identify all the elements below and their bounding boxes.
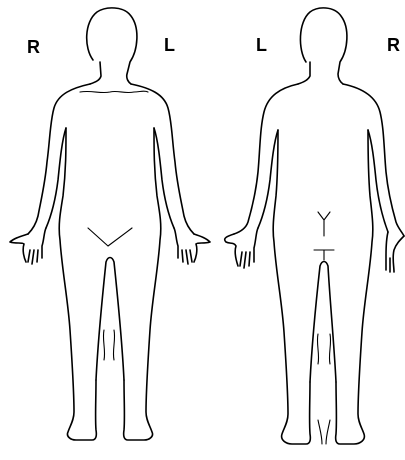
back-neck-left xyxy=(298,62,310,84)
back-right-side-label: R xyxy=(387,36,400,54)
back-right-hand xyxy=(386,232,404,272)
back-right-arm-inner xyxy=(368,130,388,232)
back-left-side xyxy=(273,130,310,444)
back-gluteal-cleft xyxy=(314,250,334,260)
back-spine-mark xyxy=(318,212,330,236)
front-right-side-label: R xyxy=(27,38,40,56)
back-knee-marks xyxy=(317,334,330,364)
back-torso-left xyxy=(234,84,298,234)
back-right-side xyxy=(336,130,373,444)
back-head xyxy=(300,8,346,84)
back-heel-marks xyxy=(318,420,330,444)
back-inner-legs xyxy=(310,262,336,383)
back-left-side-label: L xyxy=(256,36,267,54)
front-left-side-label: L xyxy=(164,36,175,54)
back-left-hand xyxy=(225,228,258,268)
